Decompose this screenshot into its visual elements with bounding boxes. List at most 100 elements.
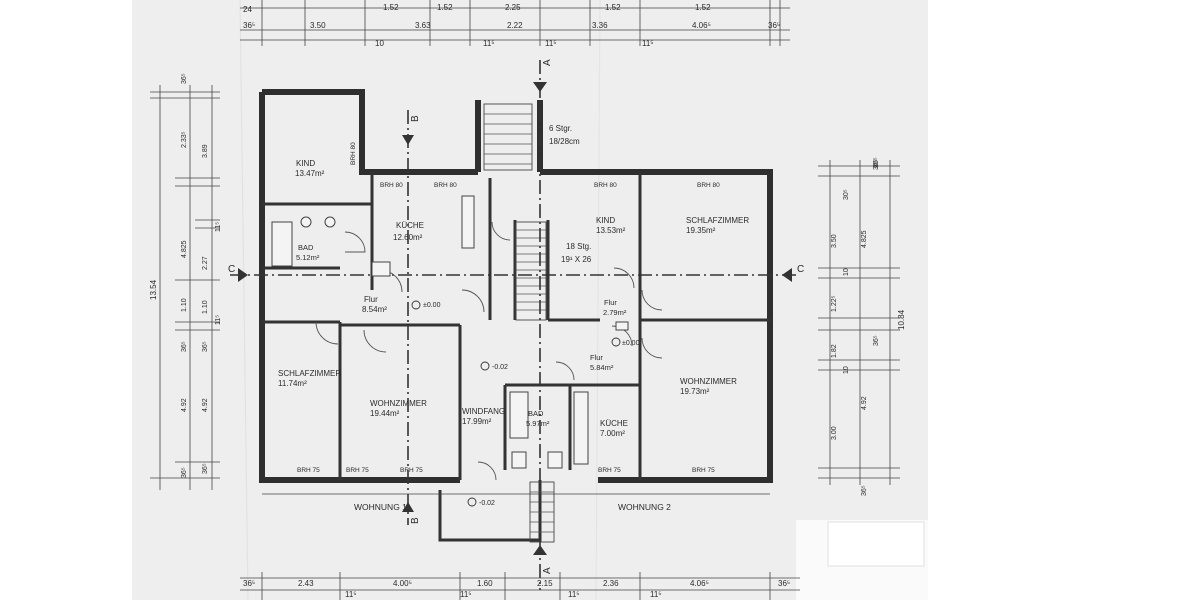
dim-bottom-r1-5: 2.36 — [603, 579, 619, 588]
paper-fold — [239, 0, 249, 600]
meter-box — [615, 321, 629, 331]
level-minus-center: -0.02 — [492, 364, 508, 371]
dim-left-outer-4: 36⁵ — [181, 341, 188, 352]
room-kueche-right-name: KÜCHE — [600, 419, 628, 428]
dim-right-inner-3: 1.22⁵ — [831, 295, 838, 312]
dim-left-inner-2: 1.10 — [202, 300, 209, 314]
dim-right-inner-7: 36⁵ — [861, 485, 868, 496]
dim-top-r1-1: 1.52 — [383, 3, 399, 12]
level-symbol — [411, 300, 421, 310]
room-kind-left-area: 13.47m² — [295, 169, 325, 178]
stairs-outer-label: 6 Stgr. — [549, 124, 572, 133]
dim-right-outer-4: 36⁵ — [873, 157, 880, 168]
dim-bottom-r2-3: 11⁵ — [650, 590, 662, 599]
stairs-inner-label: 18 Stg. — [566, 242, 591, 251]
room-flur-right-upper-area: 2.79m² — [603, 308, 627, 317]
dim-right-inner-2: 10 — [843, 268, 850, 276]
room-schlaf-left-name: SCHLAFZIMMER — [278, 369, 341, 378]
room-bad-left-name: BAD — [298, 243, 314, 252]
level-symbol — [467, 497, 477, 507]
unit-label-right: WOHNUNG 2 — [618, 502, 671, 512]
dim-bottom-r1-3: 1.60 — [477, 579, 493, 588]
dim-top-r2-3: 2.22 — [507, 21, 523, 30]
window-brh80: BRH 80 — [350, 142, 357, 165]
dim-left-inner-4: 4.92 — [202, 398, 209, 412]
toilet-left — [300, 216, 312, 228]
dim-top-r2-6: 36⁵ — [768, 21, 780, 30]
level-zero-left: ±0.00 — [423, 302, 441, 309]
dim-right-outer-1: 4.825 — [861, 230, 868, 248]
dim-right-inner-0: 30⁵ — [843, 189, 850, 200]
dim-top-r2-2: 3.63 — [415, 21, 431, 30]
dim-bottom-r1-1: 2.43 — [298, 579, 314, 588]
level-minus-entrance: -0.02 — [479, 500, 495, 507]
outer-stairs — [483, 103, 533, 171]
sink-center — [547, 451, 563, 469]
left-dimensions: 13.54 2.33⁵ 4.825 1.10 36⁵ 4.92 36⁵ 36⁵ … — [149, 73, 222, 490]
dim-left-outer-5: 4.92 — [181, 398, 188, 412]
level-zero-right: ±0.00 — [622, 340, 640, 347]
dim-top-r1-2: 1.52 — [437, 3, 453, 12]
window-labels: BRH 80 BRH 80 BRH 80 BRH 80 BRH 80 BRH 7… — [297, 142, 720, 474]
dim-top-r2-4: 3.36 — [592, 21, 608, 30]
bottom-dimensions: 36⁵ 2.43 4.00⁵ 1.60 2.15 2.36 4.06⁵ 36⁵ … — [240, 572, 800, 600]
room-kind-right-name: KIND — [596, 216, 615, 225]
dim-bottom-r1-6: 4.06⁵ — [690, 579, 709, 588]
unit-label-left: WOHNUNG 1 — [354, 502, 407, 512]
dim-bottom-r2-0: 11⁵ — [345, 590, 357, 599]
door-swings — [315, 221, 663, 481]
dim-top-r2-0: 36⁵ — [243, 21, 255, 30]
level-symbol — [480, 361, 490, 371]
room-flur-right-lower-area: 5.84m² — [590, 363, 614, 372]
dim-left-outer-2: 4.825 — [181, 240, 188, 258]
dim-top-r1-0: 24 — [243, 5, 252, 14]
window-brh75: BRH 75 — [598, 467, 621, 474]
window-brh75: BRH 75 — [400, 467, 423, 474]
dim-bottom-r1-2: 4.00⁵ — [393, 579, 412, 588]
section-mark-c-left: C — [228, 264, 235, 275]
window-brh75: BRH 75 — [692, 467, 715, 474]
window-brh80: BRH 80 — [697, 182, 720, 189]
dim-left-outer-6: 36⁵ — [181, 467, 188, 478]
stairs-inner-size: 19¹ X 26 — [561, 255, 592, 264]
paper-corner-patch — [827, 521, 925, 567]
dim-bottom-r2-2: 11⁵ — [568, 590, 580, 599]
room-wohn-left-name: WOHNZIMMER — [370, 399, 427, 408]
window-brh80: BRH 80 — [594, 182, 617, 189]
entrance-stairs — [529, 481, 555, 543]
dim-top-r1-4: 1.52 — [605, 3, 621, 12]
dim-right-outer-2: 36⁵ — [873, 335, 880, 346]
room-kind-right-area: 13.53m² — [596, 226, 626, 235]
section-mark-b-top: B — [410, 115, 421, 122]
room-kueche-left-name: KÜCHE — [396, 221, 424, 230]
dim-left-small-0: 11⁵ — [215, 222, 222, 232]
kitchen-counter-right — [573, 391, 589, 465]
dim-top-r3-0: 10 — [375, 39, 384, 48]
dim-right-outer-0: 36⁵ — [873, 159, 880, 170]
room-kueche-left-area: 12.60m² — [393, 233, 423, 242]
room-bad-center-area: 5.97m² — [526, 419, 550, 428]
dim-bottom-r1-4: 2.15 — [537, 579, 553, 588]
dim-left-small-1: 11⁵ — [215, 315, 222, 325]
window-brh75: BRH 75 — [346, 467, 369, 474]
room-schlaf-right-area: 19.35m² — [686, 226, 716, 235]
right-dimensions: 30⁵ 3.50 10 1.22⁵ 1.82 10 3.00 36⁵ 36⁵ 4… — [818, 157, 906, 496]
dim-left-inner-1: 2.27 — [202, 256, 209, 270]
fixtures — [271, 195, 629, 469]
kitchen-counter-left — [461, 195, 475, 249]
dim-top-r1-5: 1.52 — [695, 3, 711, 12]
bathtub-center — [509, 391, 529, 439]
section-mark-a-bottom: A — [542, 567, 553, 574]
room-bad-left-area: 5.12m² — [296, 253, 320, 262]
room-wohn-right-name: WOHNZIMMER — [680, 377, 737, 386]
dim-left-inner-5: 36⁵ — [202, 463, 209, 474]
dim-bottom-r1-0: 36⁵ — [243, 579, 255, 588]
section-markers — [238, 82, 792, 555]
dim-top-r2-1: 3.50 — [310, 21, 326, 30]
dim-left-outer-0: 36⁵ — [181, 73, 188, 84]
room-wohn-left-area: 19.44m² — [370, 409, 400, 418]
paper-fold — [595, 0, 601, 600]
kitchen-fixture-left — [371, 261, 391, 277]
